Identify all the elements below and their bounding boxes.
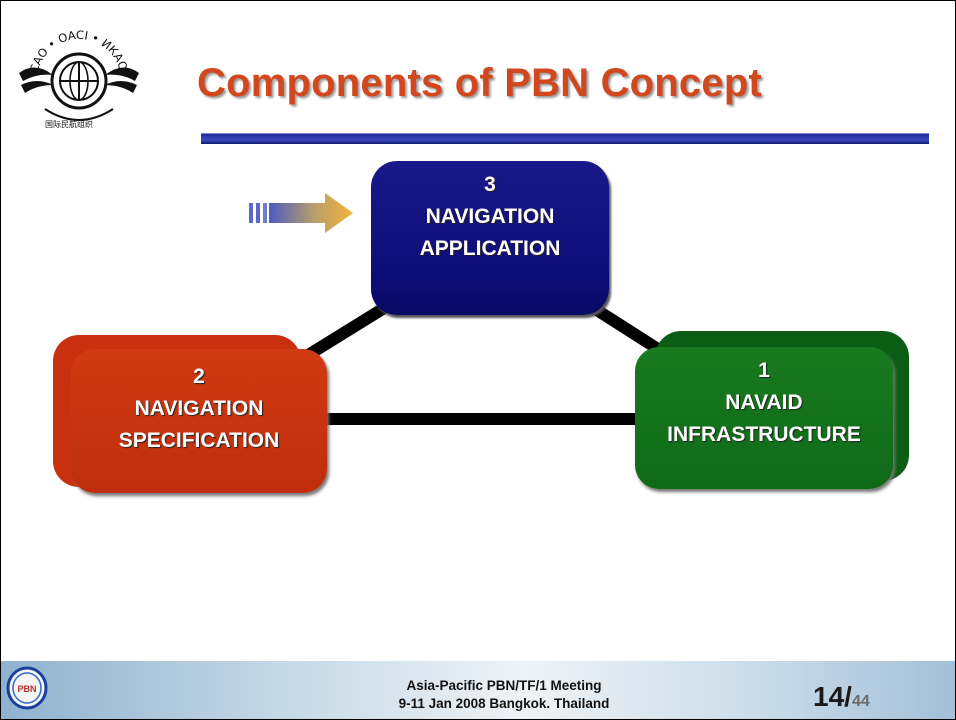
component-label: NAVIGATION xyxy=(134,397,264,420)
footer-banner xyxy=(1,661,955,719)
svg-text:国际民航组织: 国际民航组织 xyxy=(45,119,93,129)
component-number: 3 xyxy=(484,173,496,196)
component-label: APPLICATION xyxy=(419,237,561,260)
page-number: 14/44 xyxy=(813,681,870,713)
component-number: 2 xyxy=(193,365,205,388)
right-arrow-icon xyxy=(249,193,353,233)
navigation-specification-box: 2 NAVIGATION SPECIFICATION xyxy=(71,349,327,493)
pbn-logo-label: PBN xyxy=(17,684,36,694)
page-title: Components of PBN Concept xyxy=(197,61,762,105)
page-total: 44 xyxy=(851,693,870,710)
pbn-logo-icon: PBN xyxy=(6,666,48,710)
navigation-application-box: 3 NAVIGATION APPLICATION xyxy=(371,161,609,315)
component-label: INFRASTRUCTURE xyxy=(667,423,861,446)
meeting-title: Asia-Pacific PBN/TF/1 Meeting xyxy=(406,678,602,693)
component-label: NAVAID xyxy=(725,391,803,414)
footer-meeting-info: Asia-Pacific PBN/TF/1 Meeting 9-11 Jan 2… xyxy=(369,677,639,713)
component-number: 1 xyxy=(758,359,770,382)
component-label: NAVIGATION xyxy=(425,205,555,228)
title-divider xyxy=(201,133,929,144)
navaid-infrastructure-box: 1 NAVAID INFRASTRUCTURE xyxy=(635,347,893,489)
icao-emblem-icon: ICAO • OACI • ИКАО 国际民航组织 xyxy=(19,28,139,129)
page-current: 14/ xyxy=(813,681,852,712)
component-label: SPECIFICATION xyxy=(118,429,280,452)
meeting-dates: 9-11 Jan 2008 Bangkok. Thailand xyxy=(398,696,610,711)
